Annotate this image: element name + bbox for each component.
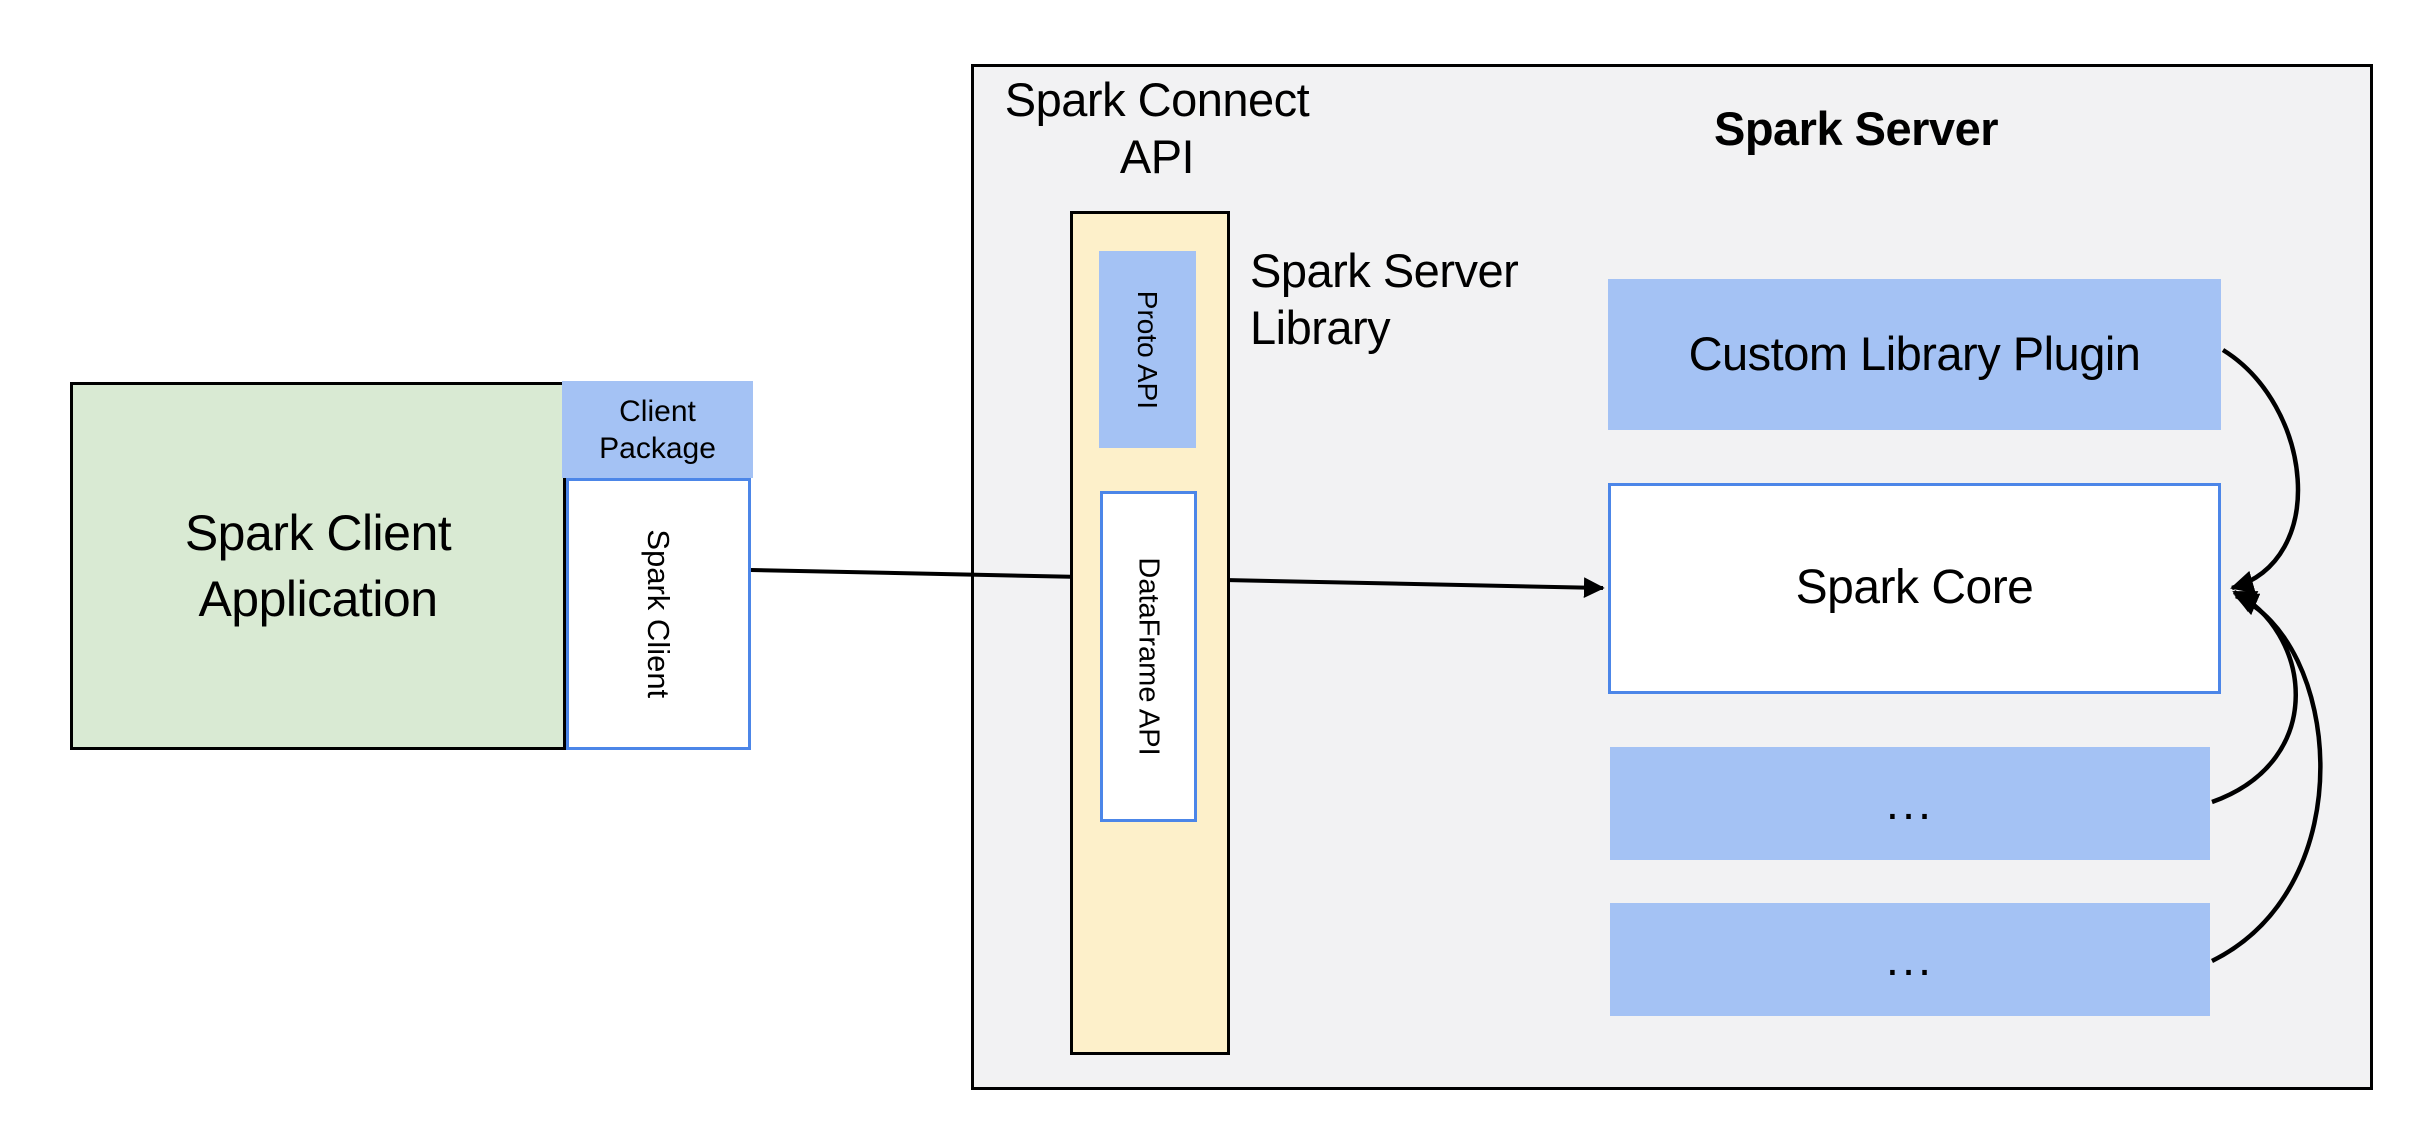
- dataframe-api-label: DataFrame API: [1133, 557, 1166, 756]
- client-package-label: Client Package: [599, 394, 716, 465]
- spark-core-label: Spark Core: [1795, 561, 2034, 615]
- spark-server-title: Spark Server: [1713, 102, 1999, 155]
- plugin-slot-2-box: ...: [1610, 903, 2210, 1016]
- proto-api-box: Proto API: [1099, 251, 1196, 448]
- spark-client-application-box: Spark Client Application: [70, 382, 566, 750]
- spark-connect-api-label: Spark Connect API: [1004, 73, 1310, 183]
- plugin-slot-2-label: ...: [1885, 932, 1935, 986]
- plugin-slot-1-box: ...: [1610, 747, 2210, 860]
- custom-library-plugin-box: Custom Library Plugin: [1608, 279, 2221, 430]
- spark-client-box: Spark Client: [566, 478, 751, 750]
- spark-server-library-label: Spark Server Library: [1250, 244, 1519, 354]
- spark-client-application-label: Spark Client Application: [184, 505, 452, 627]
- spark-core-box: Spark Core: [1608, 483, 2221, 694]
- proto-api-label: Proto API: [1132, 290, 1164, 409]
- plugin-slot-1-label: ...: [1885, 776, 1935, 830]
- custom-library-plugin-label: Custom Library Plugin: [1688, 327, 2141, 381]
- spark-client-label: Spark Client: [641, 529, 677, 699]
- client-package-box: Client Package: [562, 381, 753, 478]
- dataframe-api-box: DataFrame API: [1100, 491, 1197, 822]
